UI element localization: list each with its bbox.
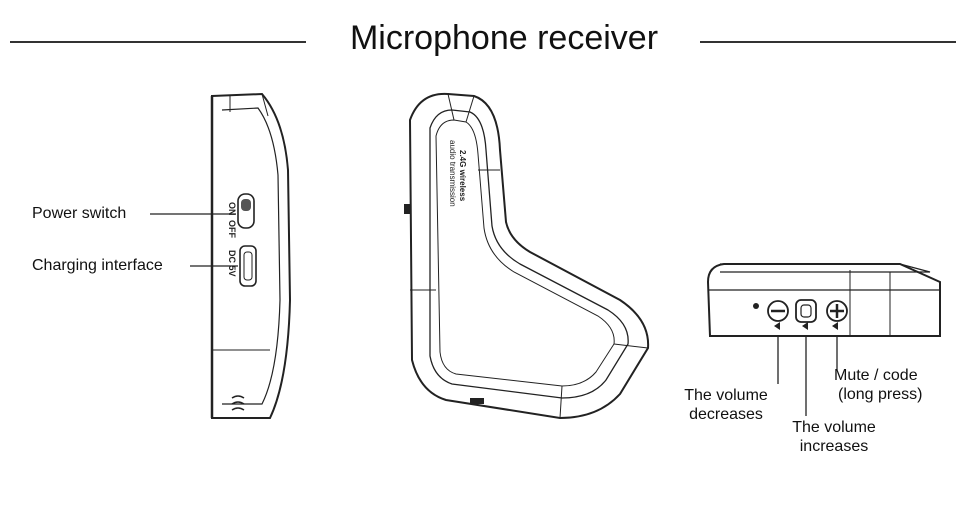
body-print-line2: audio transmission bbox=[448, 140, 457, 207]
mute-code-label-2: (long press) bbox=[838, 386, 923, 403]
device-print-on: ON bbox=[227, 202, 237, 216]
receiver-body-view bbox=[404, 92, 650, 420]
diagram-title: Microphone receiver bbox=[349, 19, 659, 57]
device-print-dc: DC 5V bbox=[227, 250, 237, 277]
volume-decreases-label-1: The volume bbox=[684, 387, 768, 404]
device-print-off: OFF bbox=[227, 220, 237, 238]
charging-interface-label: Charging interface bbox=[32, 257, 163, 274]
button-icon-marks bbox=[774, 322, 838, 330]
volume-decreases-label-2: decreases bbox=[689, 406, 763, 423]
mute-code-button bbox=[826, 300, 848, 322]
power-switch-label: Power switch bbox=[32, 205, 127, 222]
title-row: Microphone receiver bbox=[0, 10, 964, 66]
volume-increases-label-1: The volume bbox=[792, 419, 876, 436]
mute-code-label-1: Mute / code bbox=[834, 367, 918, 384]
speaker-grill bbox=[231, 395, 245, 411]
title-rule-left bbox=[10, 41, 306, 43]
title-rule-right bbox=[700, 41, 956, 43]
volume-up-button bbox=[795, 299, 817, 323]
volume-increases-label-2: increases bbox=[799, 438, 869, 455]
receiver-button-view bbox=[706, 263, 941, 337]
body-print-line1: 2.4G wireless bbox=[458, 150, 467, 202]
receiver-side-view bbox=[210, 92, 292, 419]
volume-down-button bbox=[767, 300, 789, 322]
